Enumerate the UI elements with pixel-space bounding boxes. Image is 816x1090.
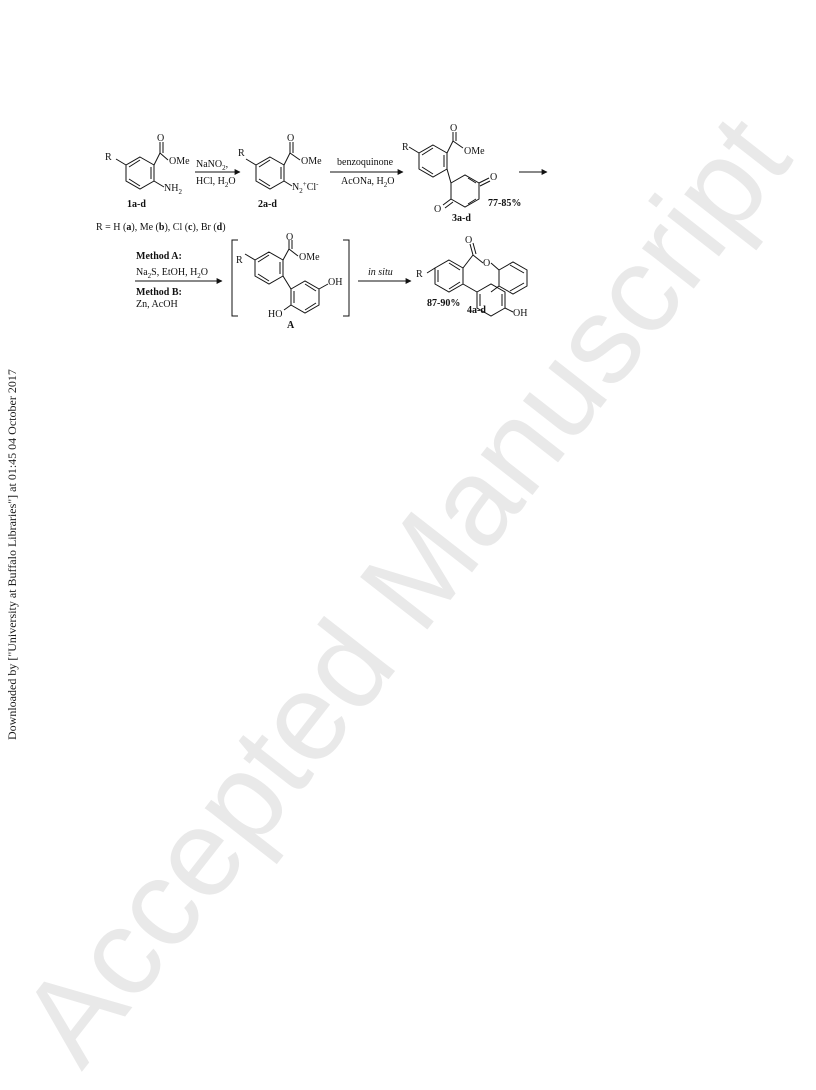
compound-2-diazonium: N2+Cl-	[292, 180, 319, 195]
compound-3-r: R	[402, 142, 409, 153]
product-r: R	[416, 269, 423, 280]
product-ring-o: O	[483, 258, 490, 269]
product-carbonyl-o: O	[465, 235, 472, 246]
method-b-reagents: Zn, AcOH	[136, 299, 178, 310]
compound-2-carbonyl-o: O	[287, 133, 294, 144]
step-1-reagent-2: HCl, H2O	[196, 176, 236, 189]
intermediate-a-structure	[244, 240, 329, 314]
compound-2-r: R	[238, 148, 245, 159]
step-2-reagent-1: benzoquinone	[337, 157, 394, 168]
method-a-reagents: Na2S, EtOH, H2O	[136, 267, 208, 280]
compound-2-ome: OMe	[301, 156, 322, 167]
intermediate-r: R	[236, 255, 243, 266]
product-yield: 87-90%	[427, 298, 460, 309]
compound-1-label: 1a-d	[127, 199, 146, 210]
compound-1-ome: OMe	[169, 156, 190, 167]
compound-1-structure	[115, 142, 169, 190]
intermediate-label: A	[287, 320, 295, 331]
bracket-left	[231, 239, 238, 317]
compound-2-label: 2a-d	[258, 199, 277, 210]
bracket-right	[343, 239, 350, 317]
compound-3-ome: OMe	[464, 146, 485, 157]
intermediate-ome: OMe	[299, 252, 320, 263]
step-4-condition: in situ	[368, 267, 393, 278]
compound-3-quinone-o-1: O	[490, 172, 497, 183]
reaction-scheme: R O OMe NH2 1a-d NaNO2, HCl, H2O R O OMe…	[96, 123, 548, 331]
r-group-definition: R = H (a), Me (b), Cl (c), Br (d)	[96, 222, 226, 233]
intermediate-ho: HO	[268, 309, 282, 320]
intermediate-carbonyl-o: O	[286, 232, 293, 243]
compound-1-carbonyl-o: O	[157, 133, 164, 144]
product-4-structure	[426, 242, 528, 317]
compound-3-carbonyl-o: O	[450, 123, 457, 134]
method-b-label: Method B:	[136, 287, 182, 298]
compound-2-structure	[245, 142, 301, 190]
compound-3-quinone-o-2: O	[434, 204, 441, 215]
method-a-label: Method A:	[136, 251, 182, 262]
intermediate-oh: OH	[328, 277, 342, 288]
compound-3-structure	[408, 132, 491, 209]
compound-3-label: 3a-d	[452, 213, 471, 224]
product-label: 4a-d	[467, 305, 486, 316]
compound-3-yield: 77-85%	[488, 198, 521, 209]
compound-1-r: R	[105, 152, 112, 163]
step-2-reagent-2: AcONa, H2O	[341, 176, 395, 189]
compound-1-amine: NH2	[164, 183, 182, 196]
product-oh: OH	[513, 308, 527, 319]
step-1-reagent-1: NaNO2,	[196, 159, 228, 172]
